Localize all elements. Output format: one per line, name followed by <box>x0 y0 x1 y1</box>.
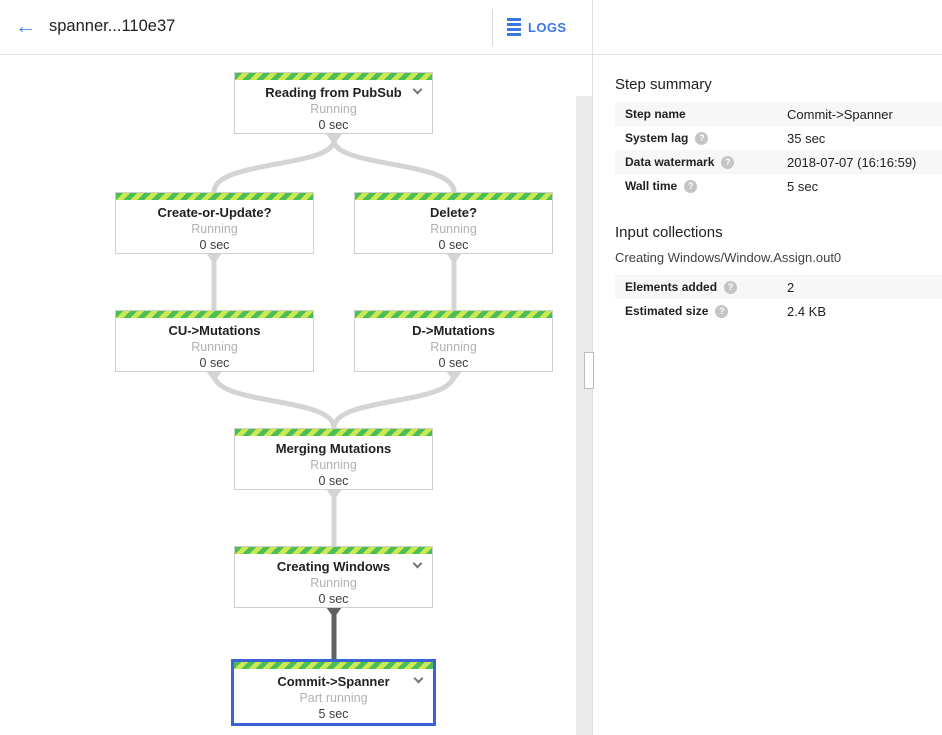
node-title: D->Mutations <box>412 323 495 338</box>
kv-value: 35 sec <box>787 130 826 146</box>
arrowhead-cumutations-out <box>206 371 222 382</box>
kv-row-system-lag: System lag? 35 sec <box>615 126 942 150</box>
kv-value: 2.4 KB <box>787 303 827 319</box>
running-stripe-indicator <box>116 193 313 200</box>
job-title: spanner...110e37 <box>49 17 176 35</box>
node-wall-time: 0 sec <box>318 118 349 132</box>
running-stripe-indicator <box>116 311 313 318</box>
help-icon[interactable]: ? <box>695 131 709 145</box>
graph-node-delete[interactable]: Delete? Running 0 sec <box>354 192 553 254</box>
running-stripe-indicator <box>234 662 433 669</box>
graph-node-create-or-update[interactable]: Create-or-Update? Running 0 sec <box>115 192 314 254</box>
edge-cumutations-to-merging <box>211 373 337 429</box>
node-title: Merging Mutations <box>275 441 392 456</box>
logs-list-icon <box>507 18 521 36</box>
graph-scrollbar-track[interactable] <box>576 96 592 735</box>
input-collections-heading: Input collections <box>615 224 723 241</box>
kv-label: Estimated size? <box>625 304 729 318</box>
arrowhead-dmutations-out <box>446 371 462 382</box>
node-title: CU->Mutations <box>168 323 261 338</box>
node-status: Running <box>430 340 477 354</box>
top-app-bar: ← spanner...110e37 LOGS <box>0 0 942 55</box>
arrowhead-delete-out <box>446 253 462 264</box>
kv-label: Data watermark? <box>625 155 735 169</box>
node-title: Create-or-Update? <box>157 205 272 220</box>
topbar-divider <box>492 9 493 46</box>
kv-label: Elements added? <box>625 280 738 294</box>
arrowhead-pubsub-out <box>326 134 342 145</box>
kv-value: 5 sec <box>787 178 819 194</box>
edge-dmutations-to-merging <box>331 373 457 429</box>
node-status: Running <box>430 222 477 236</box>
running-stripe-indicator <box>235 547 432 554</box>
help-icon[interactable]: ? <box>724 280 738 294</box>
running-stripe-indicator <box>235 73 432 80</box>
edge-pubsub-to-delete <box>331 139 457 193</box>
arrowhead-merging-out <box>326 489 342 500</box>
node-title: Commit->Spanner <box>277 674 390 689</box>
node-title: Creating Windows <box>276 559 391 574</box>
node-wall-time: 0 sec <box>199 356 230 370</box>
node-wall-time: 0 sec <box>438 356 469 370</box>
node-wall-time: 5 sec <box>318 707 349 721</box>
node-title: Delete? <box>430 205 477 220</box>
pipeline-edges <box>206 134 462 661</box>
kv-value: Commit->Spanner <box>787 106 893 122</box>
kv-label: System lag? <box>625 131 709 145</box>
node-status: Part running <box>299 691 368 705</box>
kv-row-step-name: Step name Commit->Spanner <box>615 102 942 126</box>
arrowhead-create-out <box>206 253 222 264</box>
node-status: Running <box>191 340 238 354</box>
node-wall-time: 0 sec <box>438 238 469 252</box>
node-title: Reading from PubSub <box>265 85 402 100</box>
kv-label: Wall time? <box>625 179 698 193</box>
kv-value: 2018-07-07 (16:16:59) <box>787 154 917 170</box>
node-status: Running <box>310 102 357 116</box>
running-stripe-indicator <box>235 429 432 436</box>
arrowhead-creating-out <box>326 607 342 618</box>
logs-button-label: LOGS <box>528 19 567 35</box>
kv-row-elements-added: Elements added? 2 <box>615 275 942 299</box>
kv-row-data-watermark: Data watermark? 2018-07-07 (16:16:59) <box>615 150 942 174</box>
node-wall-time: 0 sec <box>318 592 349 606</box>
node-status: Running <box>191 222 238 236</box>
help-icon[interactable]: ? <box>715 304 729 318</box>
step-summary-heading: Step summary <box>615 76 712 93</box>
panel-resize-handle[interactable] <box>584 352 594 389</box>
running-stripe-indicator <box>355 193 552 200</box>
help-icon[interactable]: ? <box>684 179 698 193</box>
back-arrow-icon[interactable]: ← <box>15 15 36 38</box>
kv-label: Step name <box>625 107 686 121</box>
kv-value: 2 <box>787 279 795 295</box>
edge-pubsub-to-create <box>211 139 337 193</box>
kv-row-wall-time: Wall time? 5 sec <box>615 174 942 198</box>
input-collection-name: Creating Windows/Window.Assign.out0 <box>615 250 842 265</box>
logs-button[interactable]: LOGS <box>507 18 566 36</box>
kv-row-estimated-size: Estimated size? 2.4 KB <box>615 299 942 323</box>
node-wall-time: 0 sec <box>318 474 349 488</box>
node-wall-time: 0 sec <box>199 238 230 252</box>
step-details-panel: ✕ Step Step summary Step nameCommit->Spa… <box>593 0 942 735</box>
help-icon[interactable]: ? <box>721 155 735 169</box>
running-stripe-indicator <box>355 311 552 318</box>
node-status: Running <box>310 576 357 590</box>
node-status: Running <box>310 458 357 472</box>
